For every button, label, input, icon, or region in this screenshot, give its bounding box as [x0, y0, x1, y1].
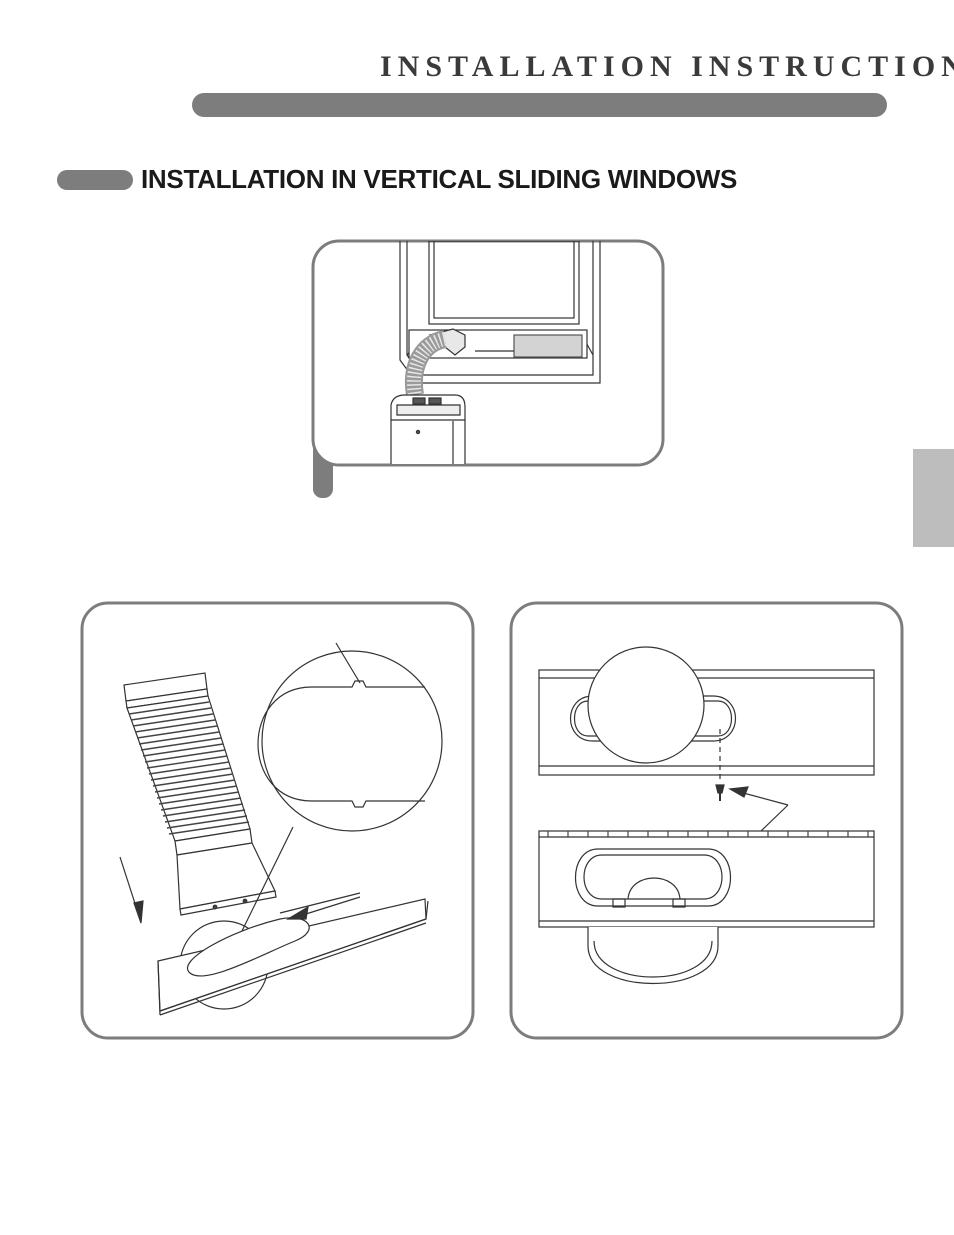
window-adapter-top	[538, 830, 875, 928]
window-slider-panel	[157, 892, 429, 1016]
detail-leader-line	[239, 826, 294, 936]
hose-top-cuff	[123, 672, 209, 709]
hose-adapter-bottom	[587, 927, 719, 985]
panel-frame	[80, 601, 475, 1040]
window-panel-filler	[513, 334, 583, 358]
slide-arrow	[285, 896, 361, 920]
side-tab	[913, 449, 954, 547]
section-title: INSTALLATION IN VERTICAL SLIDING WINDOWS	[141, 164, 738, 194]
screw	[715, 784, 725, 801]
air-conditioner-unit	[390, 394, 466, 464]
hose-nozzle	[174, 828, 277, 916]
window-installation-illustration	[311, 239, 665, 498]
panel-frame	[509, 601, 904, 1040]
insert-arrow	[119, 856, 144, 924]
page-header-title: INSTALLATION INSTRUCTIONS	[380, 50, 954, 83]
hose	[404, 328, 466, 397]
window-adapter-screw-illustration	[509, 601, 904, 1040]
header-bar	[192, 93, 887, 117]
section-marker	[57, 170, 133, 190]
hose-to-window-slider-illustration	[80, 601, 475, 1040]
detail-zoom-circle	[257, 642, 443, 832]
window-adapter-front	[538, 646, 875, 781]
